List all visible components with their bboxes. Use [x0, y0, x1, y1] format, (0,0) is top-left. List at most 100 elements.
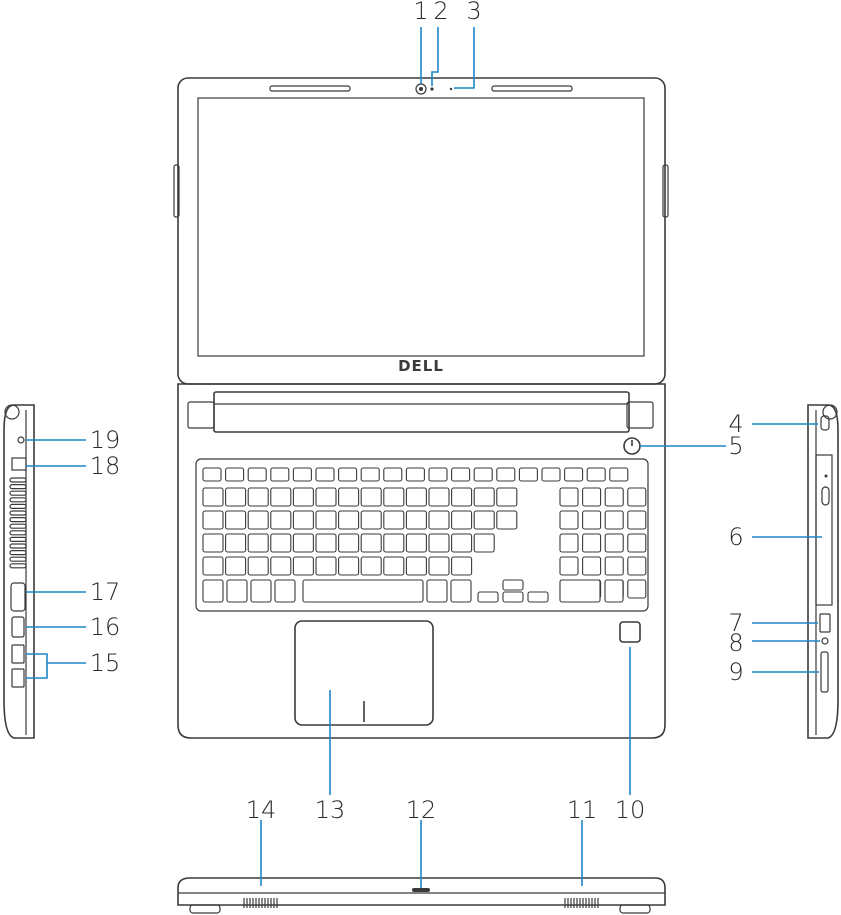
speaker-left-icon: [243, 898, 278, 908]
key: [315, 556, 337, 576]
key: [582, 487, 602, 507]
callout-14: 14: [246, 796, 277, 824]
key: [609, 467, 629, 482]
key: [451, 556, 473, 576]
key: [360, 533, 382, 553]
vga-port-icon: [10, 582, 26, 612]
key: [428, 556, 450, 576]
key: [473, 467, 493, 482]
key: [338, 467, 358, 482]
vent-slot: [9, 484, 27, 490]
key: [428, 487, 450, 507]
key: [559, 533, 579, 553]
arrow-key: [502, 591, 524, 603]
key: [559, 487, 579, 507]
keyboard: [202, 467, 647, 603]
key: [202, 467, 222, 482]
usb-port-left-1-icon: [11, 644, 25, 664]
key: [338, 556, 360, 576]
callout-2: 2: [433, 0, 448, 25]
key: [270, 510, 292, 530]
callout-8: 8: [728, 629, 743, 657]
key: [315, 533, 337, 553]
callout-11: 11: [567, 796, 598, 824]
key: [292, 487, 314, 507]
key: [518, 467, 538, 482]
key: [627, 556, 647, 576]
key: [451, 487, 473, 507]
callout-15: 15: [90, 649, 121, 677]
key: [292, 510, 314, 530]
key: [473, 533, 495, 553]
key: [428, 533, 450, 553]
network-port-icon: [11, 457, 27, 471]
key: [451, 510, 473, 530]
key: [496, 510, 518, 530]
key: [315, 467, 335, 482]
key: [405, 467, 425, 482]
key: [405, 487, 427, 507]
callout-10: 10: [615, 796, 646, 824]
key: [496, 467, 516, 482]
optical-drive: [815, 454, 833, 606]
key: [383, 510, 405, 530]
key: [315, 487, 337, 507]
left-side-view: [3, 404, 35, 739]
vent-slot: [9, 510, 27, 516]
key: [450, 579, 472, 603]
headset-port-icon: [821, 637, 829, 645]
vent-slot: [9, 503, 27, 509]
vent-slot: [9, 523, 27, 529]
key: [473, 487, 495, 507]
key: [270, 467, 290, 482]
key: [250, 579, 272, 603]
callout-4: 4: [728, 410, 743, 438]
key: [247, 556, 269, 576]
key: [247, 510, 269, 530]
arrow-key: [502, 579, 524, 591]
vent-slot: [9, 543, 27, 549]
key: [274, 579, 296, 603]
display-assembly: DELL: [173, 77, 669, 385]
key: [496, 487, 518, 507]
key: [405, 556, 427, 576]
key: [247, 533, 269, 553]
callout-13: 13: [315, 796, 346, 824]
vent-slot: [9, 556, 27, 562]
key: [270, 487, 292, 507]
key: [247, 487, 269, 507]
callout-5: 5: [728, 432, 743, 460]
callout-7: 7: [728, 609, 743, 637]
callout-19: 19: [90, 426, 121, 454]
key: [428, 467, 448, 482]
key: [338, 510, 360, 530]
key: [202, 487, 224, 507]
leader-lines: [26, 27, 822, 888]
key: [338, 487, 360, 507]
key: [225, 467, 245, 482]
key: [582, 533, 602, 553]
security-slot-icon: [820, 415, 830, 431]
key: [627, 533, 647, 553]
vent-slot: [9, 530, 27, 536]
key: [270, 533, 292, 553]
key: [292, 556, 314, 576]
vent-slot: [9, 477, 27, 483]
key: [559, 579, 601, 603]
key: [604, 533, 624, 553]
key: [225, 556, 247, 576]
key: [564, 467, 584, 482]
key: [428, 510, 450, 530]
vent-slot: [9, 516, 27, 523]
key: [247, 467, 267, 482]
callout-labels: 1 2 3 4 5 6 7 8 9 10 11 12 13 14 15 16 1…: [90, 0, 744, 824]
dell-logo: DELL: [398, 357, 444, 375]
base-assembly: [177, 383, 666, 739]
vent-slot: [9, 549, 27, 556]
key: [338, 533, 360, 553]
vent-slot: [9, 497, 27, 503]
fingerprint-reader-icon: [619, 621, 641, 643]
key: [383, 487, 405, 507]
key: [315, 510, 337, 530]
vent-slot: [9, 563, 27, 569]
